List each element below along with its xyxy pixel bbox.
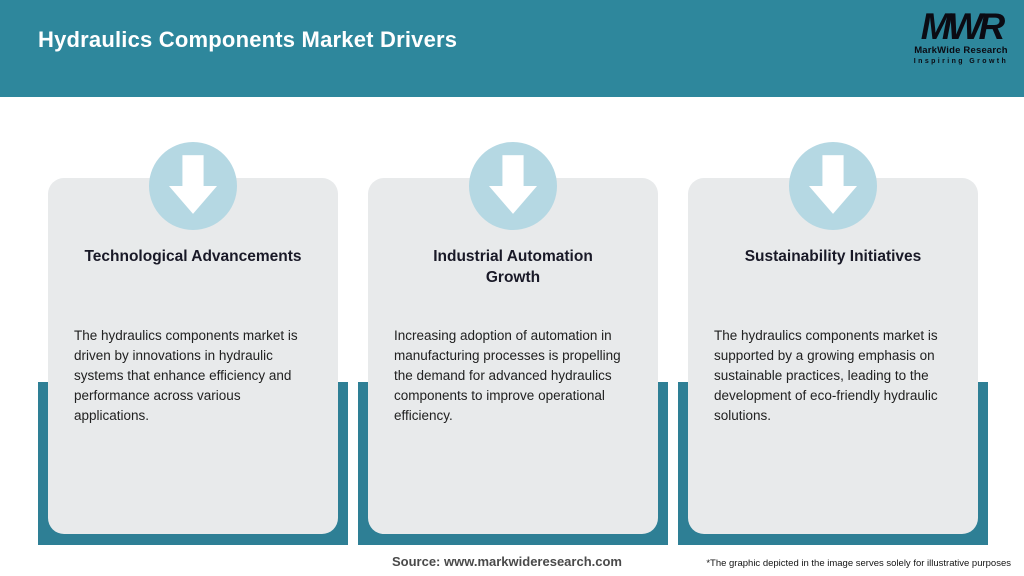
driver-card-industrial-automation-growth: Industrial Automation Growth Increasing … [368,178,658,534]
markwide-research-logo: MWR MarkWide Research Inspiring Growth [910,6,1012,65]
source-attribution: Source: www.markwideresearch.com [391,554,622,569]
down-arrow-icon [149,142,237,230]
driver-card-technological-advancements: Technological Advancements The hydraulic… [48,178,338,534]
card-title: Industrial Automation Growth [433,248,593,286]
driver-card-sustainability-initiatives: Sustainability Initiatives The hydraulic… [688,178,978,534]
header-banner: Hydraulics Components Market Drivers MWR… [0,0,1024,97]
card-description: The hydraulics components market is supp… [714,328,938,423]
down-arrow-glyph [488,155,538,214]
down-arrow-icon [789,142,877,230]
down-arrow-glyph [168,155,218,214]
down-arrow-icon [469,142,557,230]
page-title: Hydraulics Components Market Drivers [38,27,458,52]
card-description: Increasing adoption of automation in man… [394,328,621,423]
disclaimer-note: *The graphic depicted in the image serve… [706,558,1011,569]
logo-monogram: MWR [920,6,1005,47]
down-arrow-glyph [808,155,858,214]
logo-company-name: MarkWide Research [914,45,1008,56]
logo-tagline: Inspiring Growth [913,57,1009,65]
card-description: The hydraulics components market is driv… [74,328,298,423]
card-title: Technological Advancements [84,248,302,265]
card-title: Sustainability Initiatives [744,248,922,265]
